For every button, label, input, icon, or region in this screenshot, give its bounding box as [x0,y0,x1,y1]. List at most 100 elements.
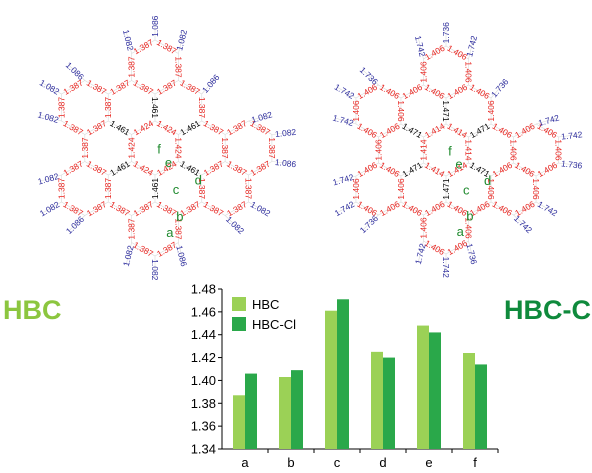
bar-hbc-a [233,395,245,449]
hbc-cl-terminal-bond [334,117,357,125]
hbc-ring-bond-length: 1.387 [155,77,179,96]
hbc-ring-bond-length: 1.387 [173,218,183,240]
hbc-cl-ring-bond [378,84,402,99]
hbc-cl-ring-bond-length: 1.406 [491,160,515,179]
hbc-cl-site-label-f: f [448,143,452,158]
hbc-ring-bond-length: 1.387 [197,178,207,200]
hbc-cl-ring-bond [355,123,379,138]
hbc-cl-ring-bond [355,201,379,216]
hbc-cl-terminal-bond [417,240,424,263]
hbc-cl-ring-bond-length: 1.414 [446,121,470,140]
hbc-ring-bond-length: 1.387 [108,77,132,96]
hbc-ring-bond-length: 1.424 [127,137,137,159]
hbc-cl-ring-bond-length: 1.406 [355,82,379,101]
hbc-terminal-bond [248,114,271,122]
hbc-cl-ring-bond-length: 1.406 [486,100,496,122]
hbc-ring-bond [131,201,156,216]
hbc-ring-bond [201,201,226,216]
hbc-cl-terminal-bond [535,117,558,125]
hbc-terminal-bond-length: 1.082 [249,199,273,218]
hbc-cl-ring-bond-length: 1.406 [464,217,474,239]
hbc-ring-bond-length: 1.424 [173,137,183,159]
hbc-ring-bond [108,120,132,135]
hbc-ring-bond-length: 1.387 [85,118,109,137]
hbc-ring-bond-length: 1.387 [103,178,113,200]
hbc-cl-terminal-bond-length: 1.742 [561,129,584,141]
hbc-cl-terminal-bond-length: 1.736 [464,242,479,265]
hbc-terminal-bond [248,201,269,214]
hbc-ring-bond-length: 1.387 [132,199,156,218]
x-tick-label-a: a [241,455,249,470]
bar-hbc-cl-f [475,364,487,449]
hbc-ring-bond-length: 1.387 [220,137,230,159]
hbc-terminal-bond [224,215,242,232]
hbc-terminal-bond [39,174,62,182]
hbc-terminal-bond-length: 1.082 [38,77,62,96]
hbc-cl-ring-bond [378,201,402,216]
hbc-ring-bond [224,120,249,135]
hbc-cl-ring-bond [400,162,424,177]
bar-hbc-d [371,351,383,449]
hbc-cl-terminal-bond [535,201,556,214]
hbc-ring-bond [84,201,109,216]
hbc-cl-ring-bond-length: 1.471 [401,121,425,140]
hbc-ring-bond [61,201,86,216]
hbc-cl-ring-bond [378,162,402,177]
hbc-cl-ring-bond-length: 1.406 [373,139,383,161]
hbc-ring-bond [154,80,179,95]
hbc-ring-bond [108,161,132,176]
x-tick-label-e: e [425,455,432,470]
hbc-cl-ring-bond-length: 1.406 [355,199,379,218]
hbc-cl-ring-bond [490,162,514,177]
hbc-ring-bond [131,242,156,257]
hbc-ring-bond-length: 1.387 [249,158,273,177]
hbc-cl-ring-bond [423,123,447,138]
hbc-cl-ring-bond [513,201,537,216]
hbc-ring-bond-length: 1.461 [108,118,132,137]
hbc-ring-bond-length: 1.387 [61,158,85,177]
hbc-cl-ring-bond-length: 1.406 [513,160,537,179]
hbc-ring-bond-length: 1.387 [80,137,90,159]
hbc-cl-terminal-bond-length: 1.742 [464,34,479,57]
hbc-site-label-a: a [166,225,174,240]
hbc-cl-ring-bond [400,84,424,99]
hbc-cl-ring-bond-length: 1.406 [401,199,425,218]
hbc-ring-bond-length: 1.387 [108,199,132,218]
hbc-ring-bond [154,242,179,257]
x-tick-label-f: f [473,455,477,470]
hbc-ring-bond-length: 1.461 [108,158,132,177]
hbc-cl-ring-bond-length: 1.406 [355,160,379,179]
y-tick-label: 1.44 [191,327,216,342]
hbc-ring-bond-length: 1.424 [132,159,156,178]
hbc-ring-bond [108,80,132,95]
hbc-cl-terminal-bond [513,214,530,231]
hbc-ring-bond-length: 1.387 [61,77,85,96]
hbc-cl-ring-bond-length: 1.406 [554,139,564,161]
hbc-cl-ring-bond [468,123,492,138]
hbc-cl-ring-bond [423,84,447,99]
hbc-ring-bond [201,161,226,176]
hbc-cl-ring-bond [423,162,447,177]
hbc-terminal-bond-length: 1.082 [121,244,136,267]
hbc-ring-bond-length: 1.387 [202,199,226,218]
hbc-terminal-bond-length: 1.082 [150,259,160,281]
hbc-terminal-bond-length: 1.082 [274,127,297,139]
hbc-cl-terminal-bond-length: 1.736 [489,76,511,99]
hbc-cl-ring-bond [355,162,379,177]
hbc-cl-ring-bond-length: 1.471 [441,100,451,122]
hbc-ring-bond-length: 1.387 [56,97,66,119]
hbc-cl-ring-bond [423,45,447,60]
hbc-ring-bond-length: 1.387 [155,199,179,218]
bar-hbc-cl-b [291,370,303,449]
hbc-cl-site-label-b: b [466,208,473,223]
hbc-site-label-b: b [176,209,183,224]
hbc-cl-ring-bond [445,201,469,216]
hbc-cl-terminal-bond-length: 1.742 [512,213,534,235]
hbc-terminal-bond [41,201,62,214]
hbc-ring-bond [84,80,109,95]
bar-hbc-e [417,325,429,449]
hbc-terminal-bond-length: 1.082 [121,29,136,52]
hbc-ring-bond [131,120,156,135]
